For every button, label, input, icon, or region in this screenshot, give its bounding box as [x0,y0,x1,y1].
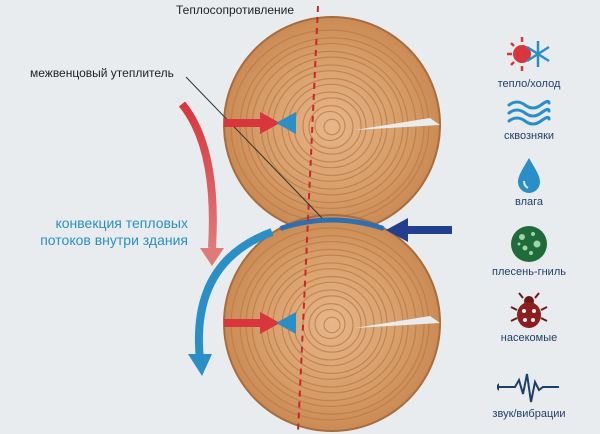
convection-label-line2: потоков внутри здания [40,232,188,248]
mold-icon [511,226,547,262]
legend-item-sound: звук/вибрации [474,368,584,420]
thermal-resistance-line [297,5,319,433]
legend-label: звук/вибрации [492,408,566,420]
legend-item-drafts: сквозняки [474,98,584,142]
legend-label: плесень-гниль [492,266,566,278]
legend-label: сквозняки [503,130,555,142]
thermal-resistance-label: Теплосопротивление [176,3,295,17]
legend-item-heat-cold: тепло/холод [474,32,584,90]
convection-arrow-blue-head [188,354,212,376]
sun-snowflake-icon [507,37,550,71]
convection-arrow-red [178,101,217,249]
convection-arrow-red-head [200,248,224,266]
legend-item-insects: насекомые [474,292,584,344]
legend-label: насекомые [500,332,558,344]
sound-wave-icon [497,373,559,403]
convection-arrow-blue [195,228,274,361]
lower-heat-arrows [224,312,360,334]
legend-label: тепло/холод [497,78,561,90]
insulation-strip [279,217,385,231]
convection-label: конвекция тепловых потоков внутри здания [8,215,188,249]
insulation-leader-line [185,76,323,219]
convection-label-line1: конвекция тепловых [55,215,188,231]
legend-item-mold: плесень-гниль [474,224,584,278]
legend-item-moisture: влага [474,156,584,208]
insulation-label: межвенцовый утеплитель [30,66,174,80]
outside-influence-arrow [386,218,452,242]
legend-label: влага [514,196,543,208]
wind-waves-icon [507,99,551,126]
bug-icon [510,292,548,328]
upper-heat-arrows [224,112,350,134]
water-drop-icon [518,158,540,193]
